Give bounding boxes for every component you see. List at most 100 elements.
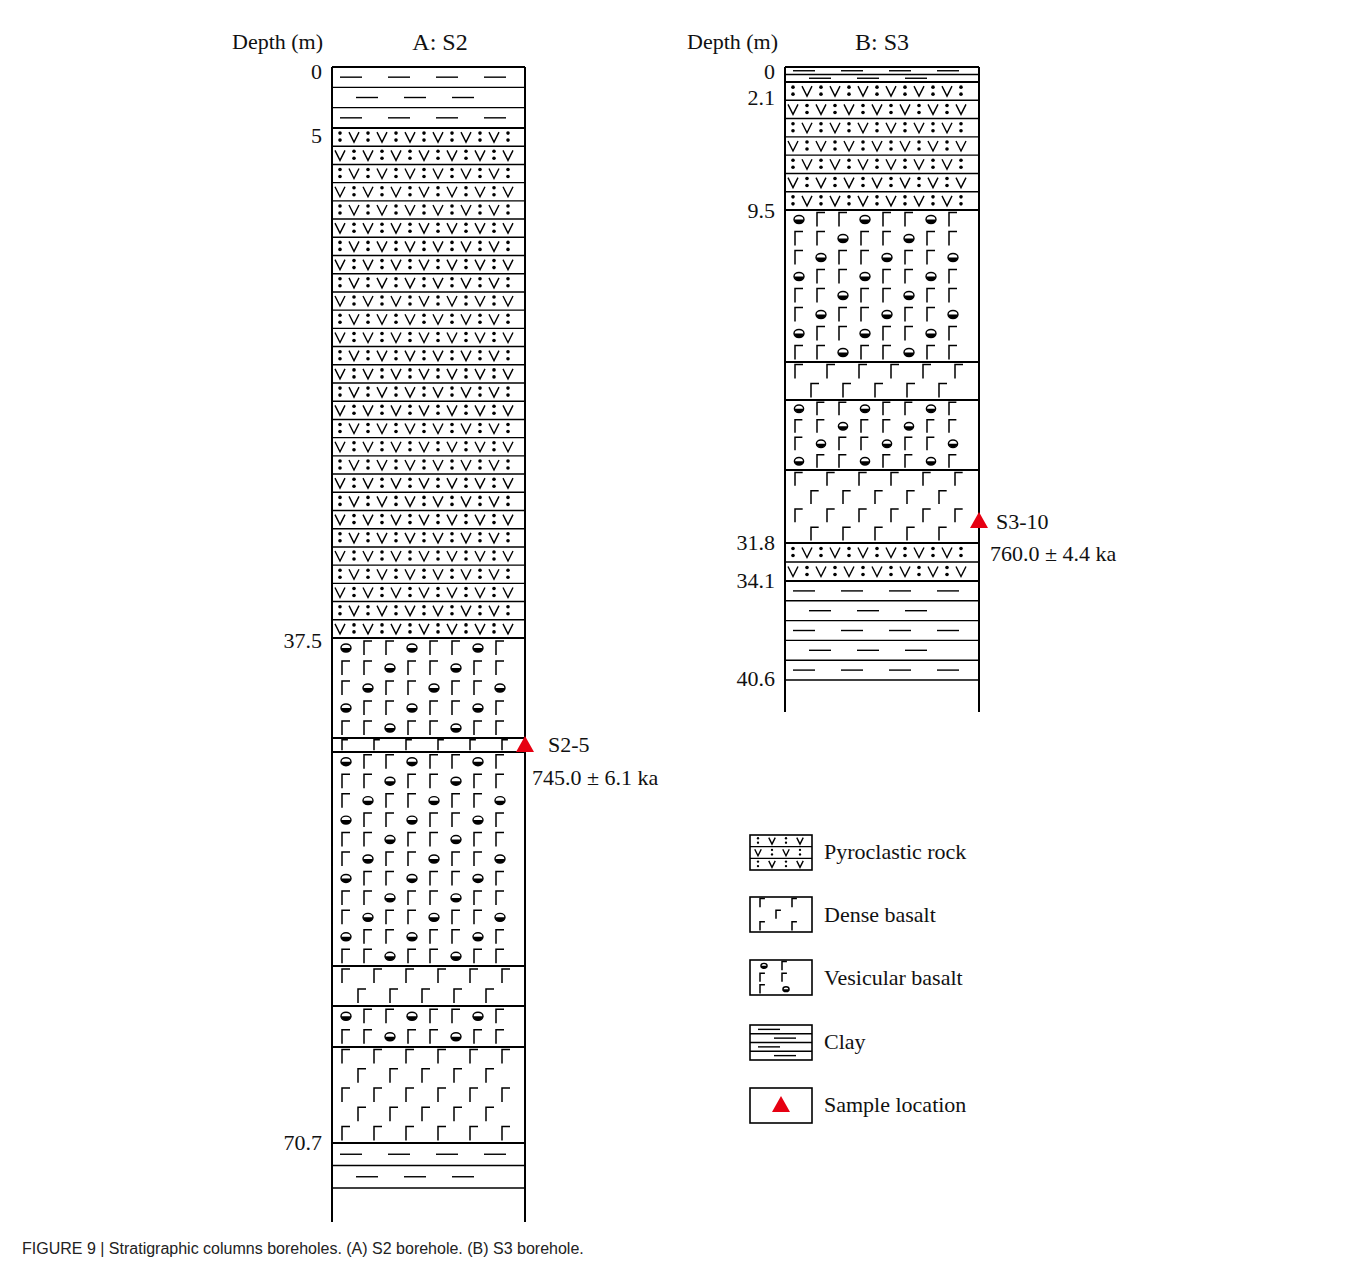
pyroclastic-dot [506,313,510,317]
pyroclastic-v [405,314,415,324]
pyroclastic-row-line [332,182,525,183]
pyroclastic-dot [436,157,440,161]
pyroclastic-dot [931,202,935,206]
basalt-mark [891,509,899,522]
pyroclastic-dot [450,423,454,427]
vesicle-mark [838,292,848,300]
pyroclastic-v [349,205,359,215]
pyroclastic-dot [366,532,370,536]
pyroclastic-v [769,838,775,844]
basalt-mark [949,327,957,341]
pyroclastic-dot [945,177,949,181]
basalt-mark [839,327,847,341]
basalt-mark [861,232,869,246]
pyroclastic-v [475,442,485,452]
pyroclastic-v [377,569,387,579]
basalt-mark [386,930,394,944]
basalt-mark [406,1088,414,1102]
pyroclastic-v [900,178,910,188]
basalt-mark [502,1088,510,1102]
pyroclastic-dot [506,175,510,179]
pyroclastic-dot [422,568,426,572]
pyroclastic-dot [380,623,384,627]
basalt-mark [386,1009,394,1023]
pyroclastic-dot [875,129,879,133]
pyroclastic-dot [366,430,370,434]
basalt-mark [949,289,957,303]
clay-dash [484,117,506,118]
pyroclastic-dot [959,202,963,206]
pyroclastic-dot [506,131,510,135]
pyroclastic-dot [464,150,468,154]
pyroclastic-dot [422,386,426,390]
pyroclastic-v [886,86,896,96]
pyroclastic-row-line [332,291,525,292]
basalt-mark [927,251,935,265]
pyroclastic-row-line [785,191,979,192]
basalt-mark [861,251,869,265]
pyroclastic-dot [366,605,370,609]
pyroclastic-dot [380,514,384,518]
basalt-mark [386,794,394,808]
pyroclastic-v [405,424,415,434]
basalt-mark [883,327,891,341]
pyroclastic-dot [338,211,342,215]
pyroclastic-dot [959,195,963,199]
pyroclastic-dot [959,554,963,558]
basalt-mark [406,740,412,750]
pyroclastic-dot [931,554,935,558]
pyroclastic-v [858,159,868,169]
pyroclastic-dot [450,459,454,463]
pyroclastic-dot [847,129,851,133]
pyroclastic-dot [380,375,384,379]
pyroclastic-dot [352,295,356,299]
clay-dash [388,117,410,118]
basalt-mark [364,661,372,675]
basalt-mark [923,365,931,379]
pyroclastic-dot [408,514,412,518]
pyroclastic-v [900,104,910,114]
pyroclastic-dot [791,129,795,133]
pyroclastic-dot [506,357,510,361]
pyroclastic-row-line [332,273,525,274]
basalt-mark [342,1050,350,1064]
basalt-mark [474,852,482,866]
pyroclastic-dot [394,503,398,507]
pyroclastic-v [349,569,359,579]
basalt-mark [430,891,438,905]
layer-boundary [332,751,525,753]
pyroclastic-dot [464,193,468,197]
pyroclastic-dot [422,320,426,324]
pyroclastic-dot [450,539,454,543]
vesicle-mark [904,292,914,300]
basalt-mark [408,681,416,695]
pyroclastic-dot [366,503,370,507]
basalt-mark [408,833,416,847]
pyroclastic-dot [506,459,510,463]
pyroclastic-dot [506,168,510,172]
pyroclastic-v [377,132,387,142]
clay-dash [793,669,815,670]
pyroclastic-dot [450,466,454,470]
pyroclastic-dot [436,594,440,598]
basalt-mark [859,365,867,379]
basalt-mark [496,661,504,675]
pyroclastic-v [363,187,373,197]
clay-row-line [785,640,979,641]
clay-dash [452,97,474,98]
pyroclastic-dot [464,448,468,452]
basalt-mark [861,346,869,360]
pyroclastic-v [928,141,938,151]
pyroclastic-dot [408,630,412,634]
basalt-mark [861,420,868,433]
pyroclastic-dot [380,193,384,197]
pyroclastic-dot [352,222,356,226]
basalt-mark [452,701,460,715]
pyroclastic-v [377,424,387,434]
pyroclastic-dot [380,405,384,409]
pyroclastic-dot [464,594,468,598]
basalt-mark [496,949,504,963]
basalt-mark [364,1030,372,1044]
pyroclastic-v [461,387,471,397]
basalt-mark [386,910,394,924]
